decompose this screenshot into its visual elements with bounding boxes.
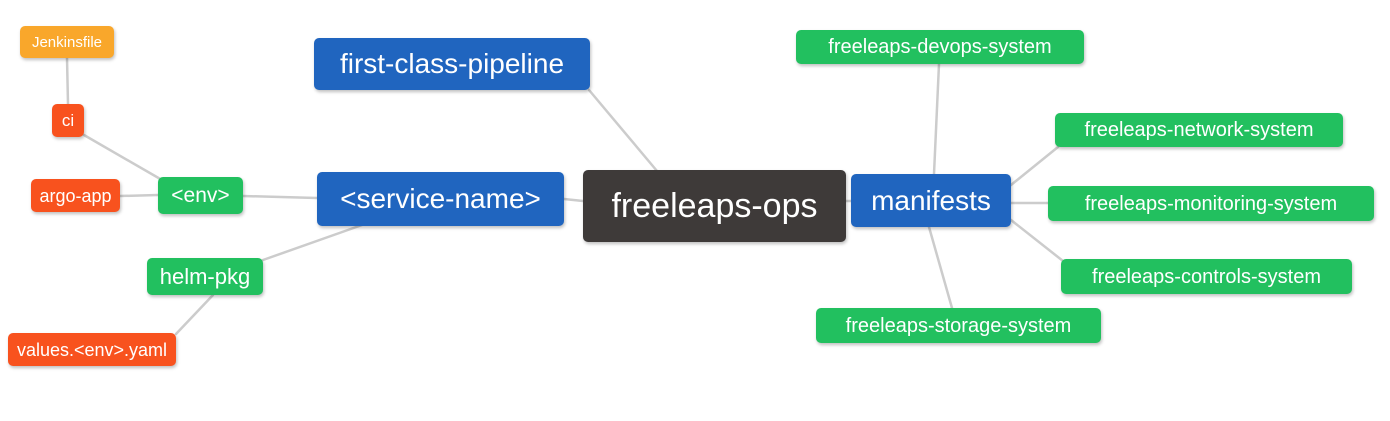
node-freeleaps-storage-system[interactable]: freeleaps-storage-system bbox=[816, 308, 1101, 343]
node-service-name[interactable]: <service-name> bbox=[317, 172, 564, 226]
node-freeleaps-network-system[interactable]: freeleaps-network-system bbox=[1055, 113, 1343, 147]
node-helm-pkg[interactable]: helm-pkg bbox=[147, 258, 263, 295]
edge-values-env-yaml--helm-pkg bbox=[174, 293, 215, 336]
node-freeleaps-controls-system[interactable]: freeleaps-controls-system bbox=[1061, 259, 1352, 294]
edge-manifests--freeleaps-controls-system bbox=[1009, 218, 1065, 263]
edge-ci--env bbox=[82, 133, 164, 182]
node-values-env-yaml[interactable]: values.<env>.yaml bbox=[8, 333, 176, 366]
edge-argo-app--env bbox=[118, 193, 160, 198]
edge-service-name--freeleaps-ops bbox=[562, 197, 585, 203]
edge-manifests--freeleaps-devops-system bbox=[932, 62, 941, 176]
edge-helm-pkg--service-name bbox=[261, 223, 364, 262]
node-freeleaps-ops[interactable]: freeleaps-ops bbox=[583, 170, 846, 242]
node-argo-app[interactable]: argo-app bbox=[31, 179, 120, 212]
node-freeleaps-devops-system[interactable]: freeleaps-devops-system bbox=[796, 30, 1084, 64]
node-ci[interactable]: ci bbox=[52, 104, 84, 137]
node-freeleaps-monitoring-system[interactable]: freeleaps-monitoring-system bbox=[1048, 186, 1374, 221]
edge-jenkinsfile--ci bbox=[65, 56, 70, 106]
node-first-class-pipeline[interactable]: first-class-pipeline bbox=[314, 38, 590, 90]
node-jenkinsfile[interactable]: Jenkinsfile bbox=[20, 26, 114, 58]
node-env[interactable]: <env> bbox=[158, 177, 243, 214]
edge-env--service-name bbox=[241, 194, 319, 200]
edge-manifests--freeleaps-network-system bbox=[1009, 145, 1060, 187]
edge-first-class-pipeline--freeleaps-ops bbox=[587, 88, 659, 173]
edge-manifests--freeleaps-storage-system bbox=[927, 225, 954, 310]
node-manifests[interactable]: manifests bbox=[851, 174, 1011, 227]
